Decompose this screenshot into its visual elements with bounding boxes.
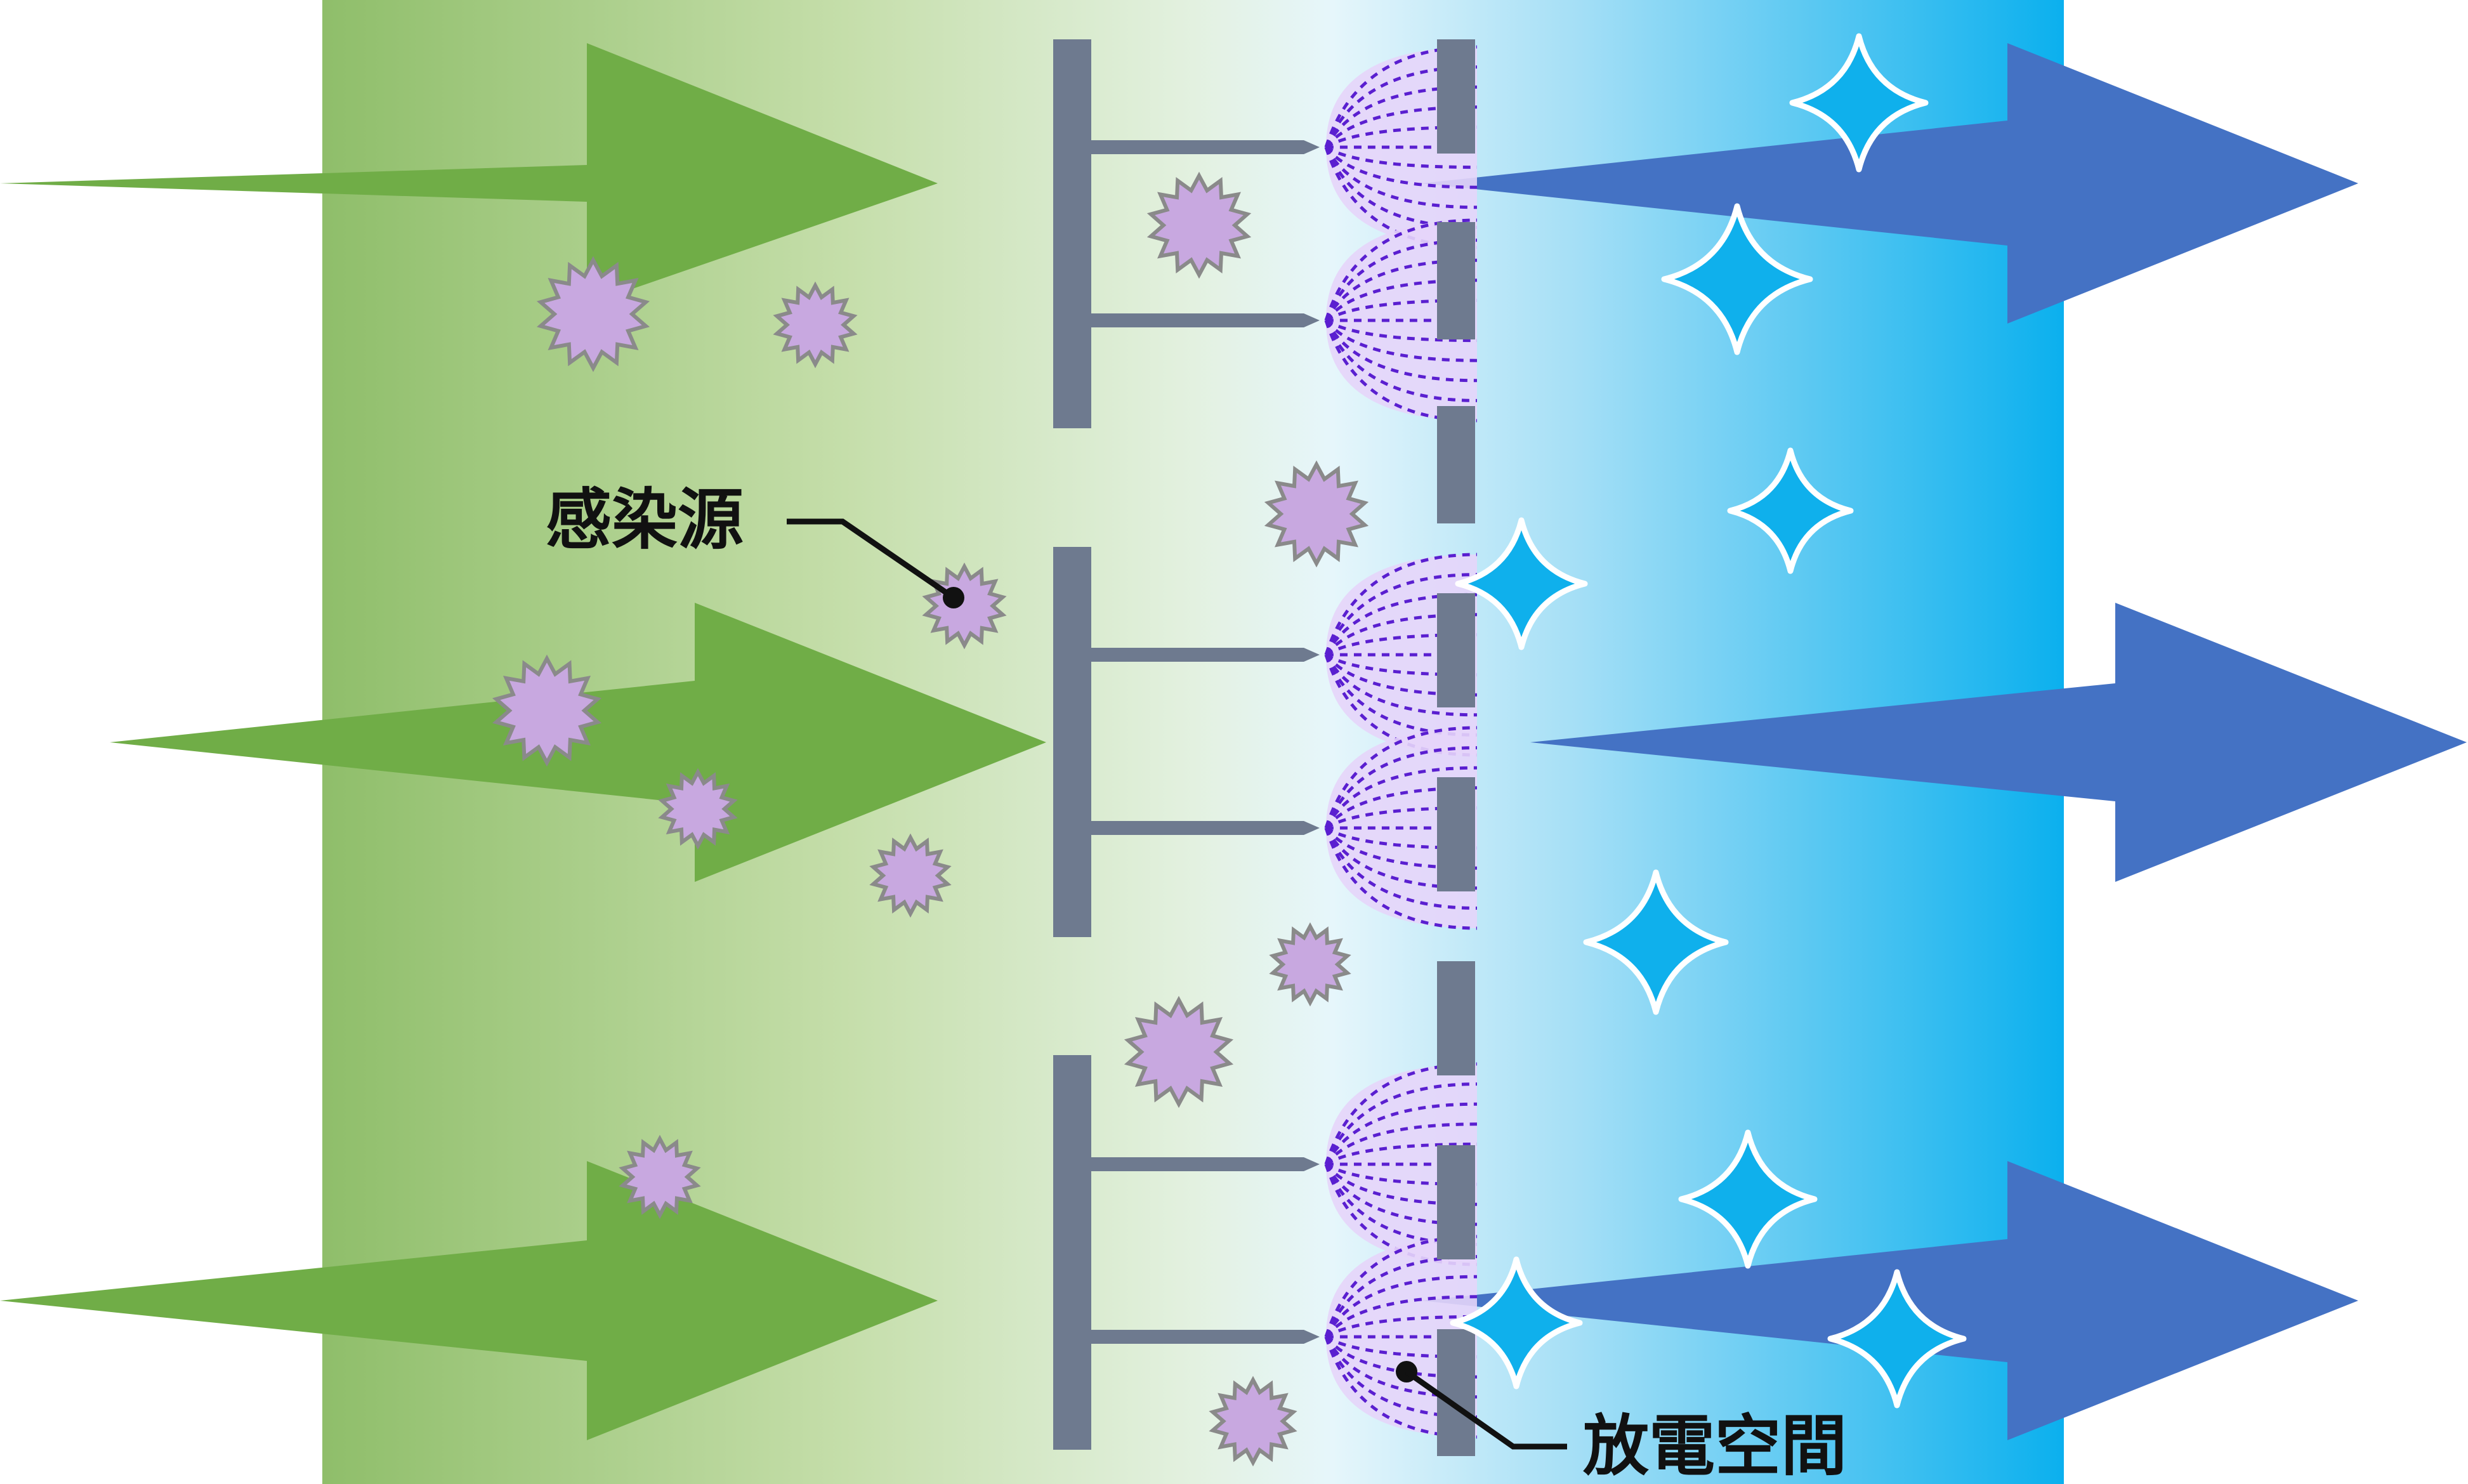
discharge-field-line [1325,1162,1478,1186]
discharge-field-line [1325,319,1478,362]
electrode-plate-segment [1437,406,1475,523]
clean-sparkle-icon [1827,1269,1967,1408]
discharge-field-line [1324,1102,1478,1166]
clean-sparkle-icon [1678,1129,1818,1269]
clean-sparkle-icon [1661,203,1813,355]
inflow-arrow-top [0,43,938,305]
infection-particles [492,171,1369,1467]
discharge-field-line [1325,146,1478,189]
needle-electrodes [1053,39,1320,1450]
needle-electrode [1091,821,1320,835]
electrode-plate-segment [1437,961,1475,1075]
needle-comb-bar [1053,39,1091,428]
infection-particle-icon [492,654,602,767]
clean-sparkle-icon [1583,869,1729,1015]
infection-particle-icon [1269,922,1351,1007]
discharge-space-callout: 放電空間 [1396,1361,1847,1484]
clean-sparkle-icon [1450,1256,1583,1389]
infection-particle-icon [773,281,858,369]
electrode-plate-segment [1437,777,1475,891]
discharge-field-line [1325,633,1478,657]
discharge-field-line [1325,1295,1478,1338]
clean-sparkles [1450,33,1967,1408]
outflow-arrow-top [1421,43,2358,324]
needle-electrode [1091,1157,1320,1171]
discharge-field-line [1324,319,1478,383]
electrode-plate [1437,39,1475,1456]
discharge-field-line [1325,145,1478,169]
needle-electrode [1091,1330,1320,1344]
discharge-field-line [1324,146,1478,209]
discharge-field-line [1325,125,1478,149]
infection-particle-icon [1209,1376,1297,1467]
needle-electrode [1091,140,1320,154]
discharge-field-line [1325,298,1478,322]
inflow-arrow-bottom [0,1161,938,1440]
infection-particle-icon [1146,171,1252,279]
needle-comb-bar [1053,547,1091,937]
needle-electrode [1091,648,1320,662]
infection-source-leader-dot [943,587,964,608]
discharge-field-line [1325,653,1478,677]
discharge-field-line [1325,1315,1478,1339]
infection-particle-icon [658,768,738,850]
clean-sparkle-icon [1455,517,1588,650]
discharge-field-line [1325,826,1478,850]
needle-electrode [1091,313,1320,327]
discharge-field-line [1325,318,1478,343]
infection-particle-icon [619,1134,701,1219]
infection-source-leader-line [787,518,955,600]
infection-source-label: 感染源 [546,481,744,558]
electrode-plate-segment [1437,1145,1475,1259]
infection-particle-icon [536,256,650,372]
discharge-field-line [1325,1122,1478,1166]
electrode-plate-segment [1437,39,1475,154]
outflow-arrow-middle [1530,603,2467,882]
infection-source-callout: 感染源 [546,481,964,608]
discharge-field-line [1325,806,1478,830]
electrode-plate-segment [1437,1329,1475,1456]
electrode-plate-segment [1437,593,1475,707]
infection-particle-icon [869,833,952,918]
needle-comb-bar [1053,1055,1091,1450]
clean-sparkle-icon [1727,447,1854,574]
clean-sparkle-icon [1789,33,1929,173]
electrode-plate-segment [1437,222,1475,339]
discharge-field-line [1325,1335,1478,1359]
discharge-field-line [1324,653,1478,717]
infection-particle-icon [1264,460,1369,568]
discharge-space-leader-line [1405,1369,1567,1450]
discharge-field-line [1324,766,1478,829]
discharge-space-label: 放電空間 [1583,1407,1847,1484]
discharge-field-line [1324,1275,1478,1338]
discharge-field-line [1325,1142,1478,1166]
infection-particle-icon [1124,995,1234,1108]
